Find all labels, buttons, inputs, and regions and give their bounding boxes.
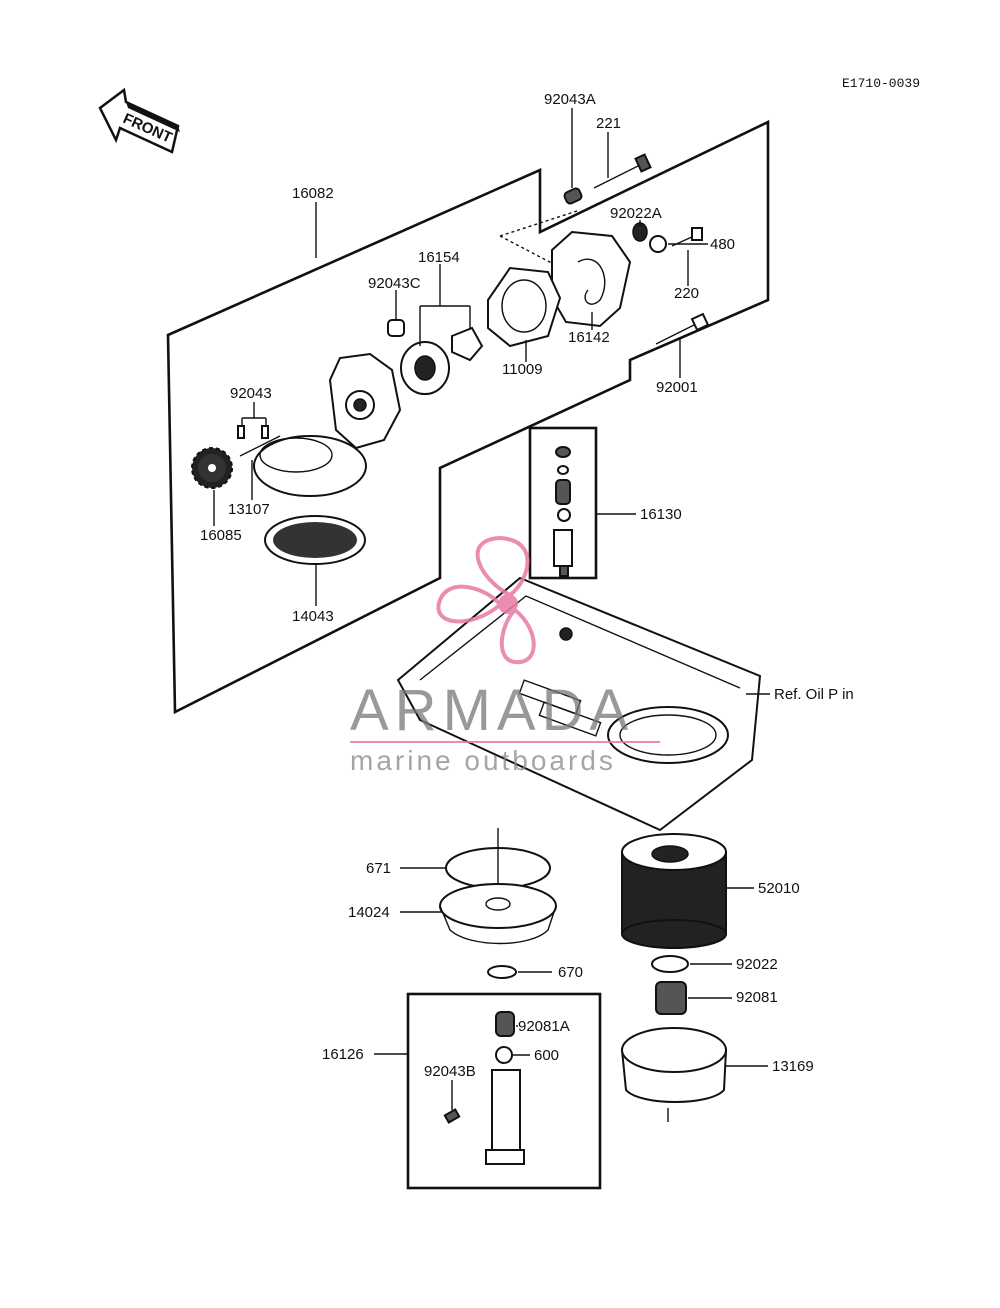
label-221: 221 bbox=[596, 115, 621, 132]
washer-92022 bbox=[651, 955, 689, 973]
label-600: 600 bbox=[534, 1047, 559, 1064]
label-480: 480 bbox=[710, 236, 735, 253]
label-16154: 16154 bbox=[418, 249, 460, 266]
label-92043: 92043 bbox=[230, 385, 272, 402]
label-220: 220 bbox=[674, 285, 699, 302]
shaft-13107 bbox=[239, 435, 281, 457]
label-92022A: 92022A bbox=[610, 205, 662, 222]
label-92043C: 92043C bbox=[368, 275, 421, 292]
oil-screen-14043 bbox=[264, 515, 366, 565]
gasket-11009 bbox=[487, 266, 562, 348]
label-92081A: 92081A bbox=[518, 1018, 570, 1035]
label-92081: 92081 bbox=[736, 989, 778, 1006]
label-52010: 52010 bbox=[758, 880, 800, 897]
inner-rotor bbox=[451, 326, 484, 362]
o-ring-670 bbox=[487, 965, 517, 979]
bolt-16126-parts bbox=[443, 1011, 525, 1165]
label-14024: 14024 bbox=[348, 904, 390, 921]
front-arrow-icon: FRONT bbox=[98, 87, 180, 154]
oil-pan bbox=[396, 576, 762, 832]
bolt-221 bbox=[593, 153, 652, 189]
label-92022: 92022 bbox=[736, 956, 778, 973]
pin-92043-a bbox=[237, 425, 245, 439]
leader-lines bbox=[213, 108, 770, 1110]
sprocket-16085 bbox=[191, 447, 233, 489]
label-11009: 11009 bbox=[502, 361, 543, 378]
label-92001: 92001 bbox=[656, 379, 698, 396]
label-16082: 16082 bbox=[292, 185, 334, 202]
filter-bowl-13169 bbox=[620, 1027, 728, 1122]
label-16085: 16085 bbox=[200, 527, 242, 544]
label-14043: 14043 bbox=[292, 608, 334, 625]
pin-92043A bbox=[563, 187, 583, 205]
label-13169: 13169 bbox=[772, 1058, 814, 1075]
propeller-logo-icon bbox=[436, 535, 536, 665]
label-92043A: 92043A bbox=[544, 91, 596, 108]
label-16142: 16142 bbox=[568, 329, 610, 346]
relief-valve-parts bbox=[553, 446, 573, 577]
pump-cover-16142 bbox=[551, 230, 632, 328]
label-670: 670 bbox=[558, 964, 583, 981]
relief-valve-box bbox=[528, 426, 598, 580]
ring-480 bbox=[649, 235, 667, 253]
ref-oil-pan-note: Ref. Oil P in bbox=[774, 686, 854, 703]
label-671: 671 bbox=[366, 860, 391, 877]
oil-filter-52010 bbox=[621, 833, 727, 949]
diagram-code: E1710-0039 bbox=[842, 76, 920, 91]
label-13107: 13107 bbox=[228, 501, 270, 518]
label-92043B: 92043B bbox=[424, 1063, 476, 1080]
pump-body bbox=[253, 352, 402, 497]
pin-92043C bbox=[387, 319, 405, 337]
pin-92043-b bbox=[261, 425, 269, 439]
label-16126: 16126 bbox=[322, 1046, 364, 1063]
filter-cover-14024 bbox=[439, 883, 557, 945]
watermark-tagline: marine outboards bbox=[350, 745, 616, 776]
label-16130: 16130 bbox=[640, 506, 682, 523]
part-labels: 92043A 221 16082 92022A 480 16154 92043C… bbox=[200, 91, 854, 1080]
watermark-brand: ARMADA bbox=[350, 678, 634, 743]
bolt-92001 bbox=[655, 312, 710, 345]
spring-92081 bbox=[655, 981, 687, 1015]
assembly-box-16082 bbox=[166, 119, 770, 715]
bolt-assembly-box bbox=[406, 992, 602, 1190]
watermark: ARMADA marine outboards bbox=[350, 535, 660, 776]
